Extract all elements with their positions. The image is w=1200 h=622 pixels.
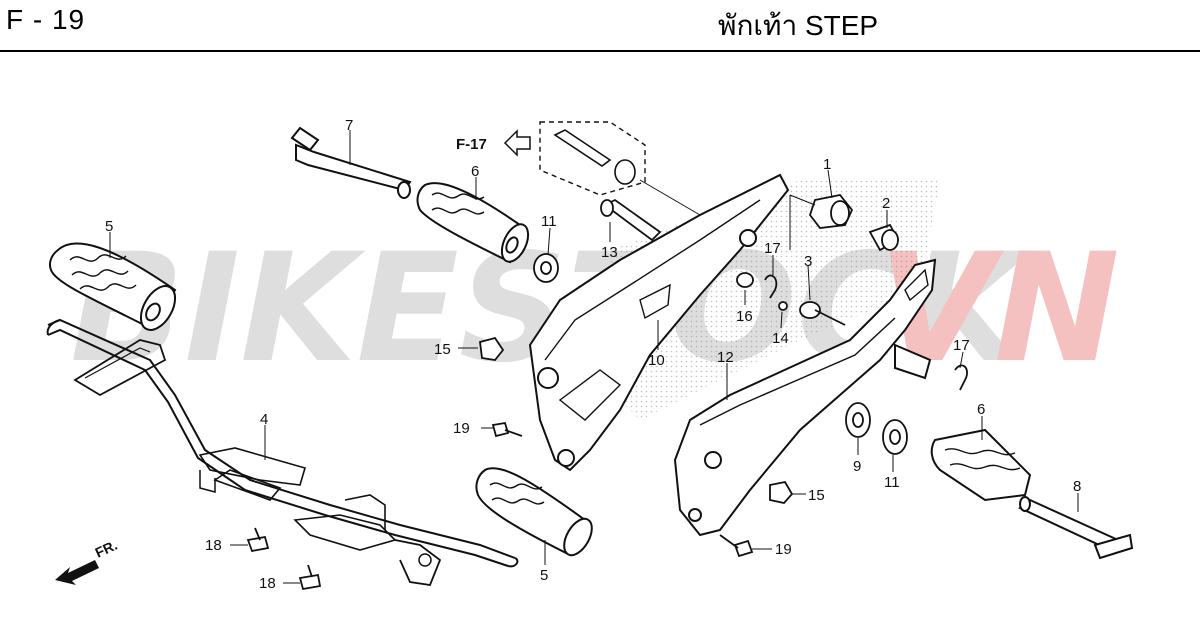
step-bar-assembly bbox=[46, 318, 519, 586]
footpeg-rubber-right bbox=[930, 428, 1032, 502]
callout-14: 14 bbox=[772, 330, 789, 347]
callout-6b: 6 bbox=[977, 401, 985, 418]
reference-label: F-17 bbox=[456, 136, 487, 153]
footpeg-rubber-left bbox=[49, 242, 177, 331]
callout-17a: 17 bbox=[764, 240, 781, 257]
step-pin-upper bbox=[290, 126, 412, 199]
front-direction: FR. bbox=[55, 537, 120, 585]
callout-11a: 11 bbox=[541, 213, 557, 230]
reference-f17: F-17 bbox=[456, 129, 531, 157]
callout-15b: 15 bbox=[808, 487, 825, 504]
front-arrow-icon bbox=[55, 560, 99, 585]
callout-2: 2 bbox=[882, 195, 890, 212]
callout-19a: 19 bbox=[453, 420, 470, 437]
callout-16: 16 bbox=[736, 308, 753, 325]
page-title: พักเท้า STEP bbox=[718, 10, 879, 41]
callout-10: 10 bbox=[648, 352, 665, 369]
callout-1: 1 bbox=[823, 156, 831, 173]
page-header: F - 19 พักเท้า STEP bbox=[0, 0, 1200, 52]
callout-3: 3 bbox=[804, 253, 812, 270]
reference-arrow-icon bbox=[503, 129, 531, 157]
callout-18a: 18 bbox=[205, 537, 222, 554]
step-bracket-right bbox=[673, 258, 937, 537]
step-bracket-left bbox=[528, 173, 790, 472]
front-label: FR. bbox=[93, 537, 120, 561]
footpeg-rubber-lower bbox=[475, 467, 593, 557]
callout-4: 4 bbox=[260, 411, 268, 428]
callout-13: 13 bbox=[601, 244, 618, 261]
leader-lines bbox=[109, 130, 1079, 584]
callout-labels: 7 6 5 11 13 1 2 17 3 16 14 15 10 12 17 6… bbox=[105, 117, 1081, 592]
callout-7: 7 bbox=[345, 117, 353, 134]
callout-5a: 5 bbox=[105, 218, 113, 235]
header-divider bbox=[0, 50, 1200, 52]
callout-15a: 15 bbox=[434, 341, 451, 358]
callout-8: 8 bbox=[1073, 478, 1081, 495]
step-pin-lower bbox=[1018, 496, 1134, 560]
callout-19b: 19 bbox=[775, 541, 792, 558]
page-code: F - 19 bbox=[6, 4, 86, 35]
callout-11b: 11 bbox=[884, 474, 900, 491]
hardware-parts bbox=[246, 194, 968, 591]
callout-18b: 18 bbox=[259, 575, 276, 592]
callout-5b: 5 bbox=[540, 567, 548, 584]
callout-9: 9 bbox=[853, 458, 861, 475]
callout-6a: 6 bbox=[471, 163, 479, 180]
callout-17b: 17 bbox=[953, 337, 970, 354]
callout-12: 12 bbox=[717, 349, 734, 366]
kit-box bbox=[539, 121, 646, 196]
